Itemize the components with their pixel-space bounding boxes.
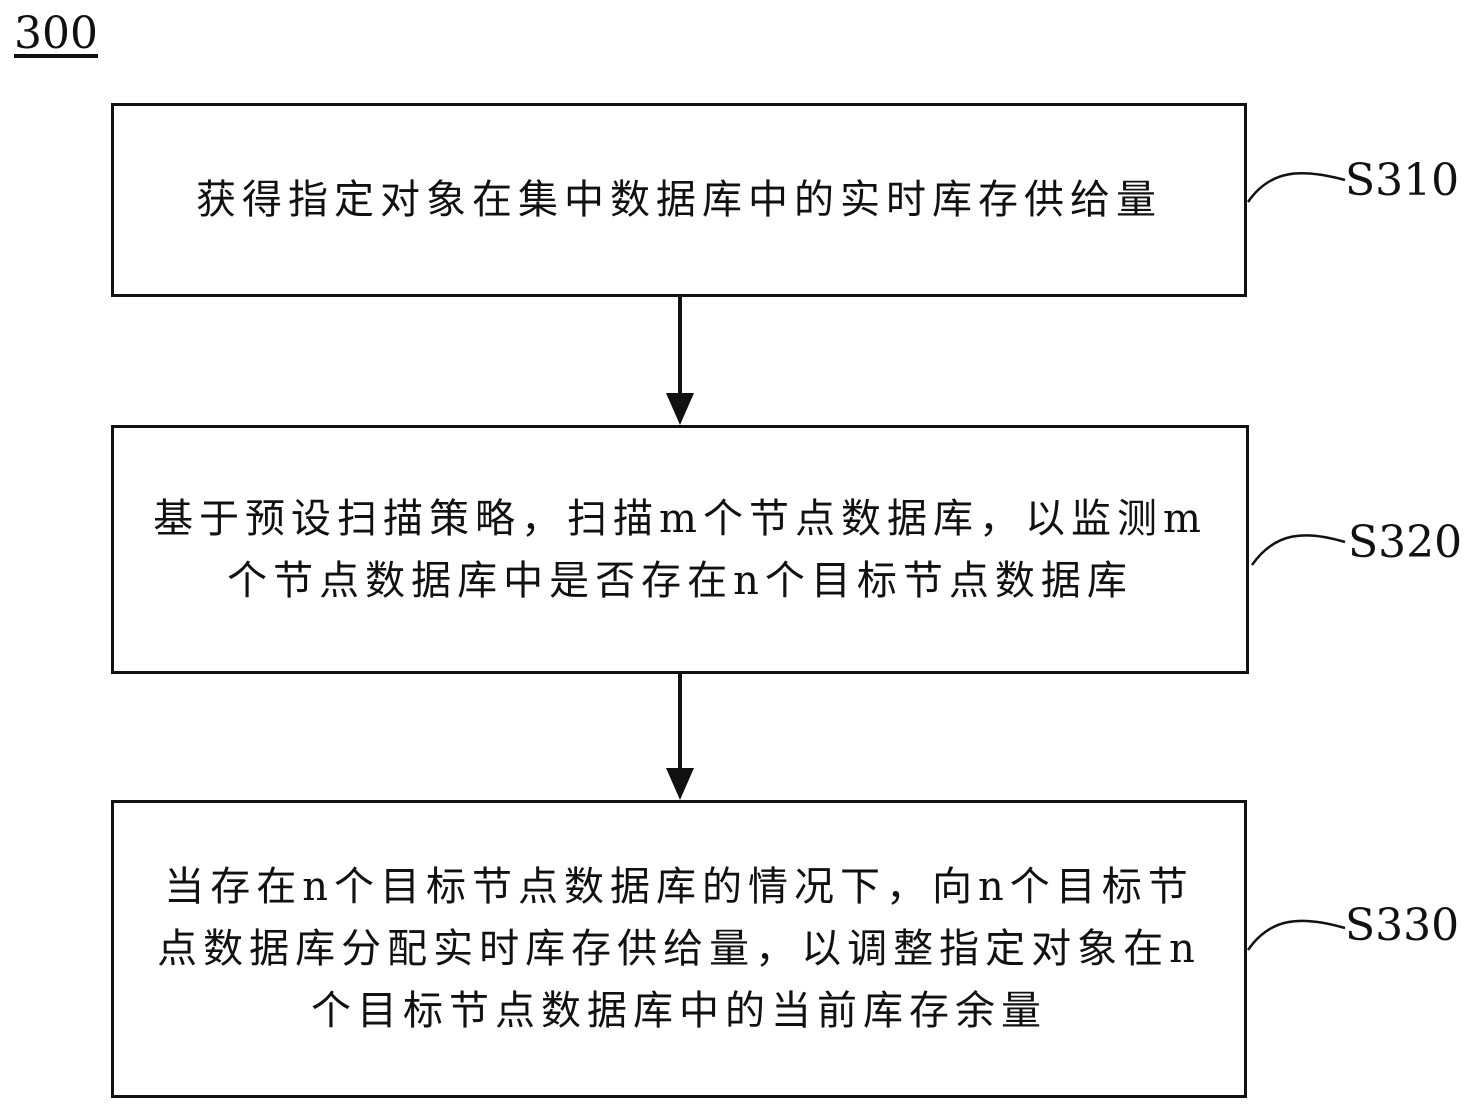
step-box-s330: 当存在n个目标节点数据库的情况下，向n个目标节点数据库分配实时库存供给量，以调整…	[111, 800, 1247, 1098]
step-label-s330: S330	[1345, 900, 1460, 951]
step-text: 基于预设扫描策略，扫描m个节点数据库，以监测m个节点数据库中是否存在n个目标节点…	[153, 495, 1207, 604]
step-text: 获得指定对象在集中数据库中的实时库存供给量	[196, 177, 1162, 223]
figure-number: 300	[14, 8, 98, 59]
leader-s310	[1246, 171, 1346, 203]
leader-s320	[1250, 534, 1346, 566]
arrow-1-head	[666, 393, 694, 425]
step-box-s310: 获得指定对象在集中数据库中的实时库存供给量	[111, 103, 1247, 297]
step-label-s320: S320	[1348, 517, 1463, 568]
leader-s330	[1246, 919, 1346, 951]
step-label-s310: S310	[1345, 155, 1460, 206]
step-text: 当存在n个目标节点数据库的情况下，向n个目标节点数据库分配实时库存供给量，以调整…	[157, 864, 1201, 1034]
step-box-s320: 基于预设扫描策略，扫描m个节点数据库，以监测m个节点数据库中是否存在n个目标节点…	[111, 425, 1249, 674]
arrow-2-head	[666, 768, 694, 800]
